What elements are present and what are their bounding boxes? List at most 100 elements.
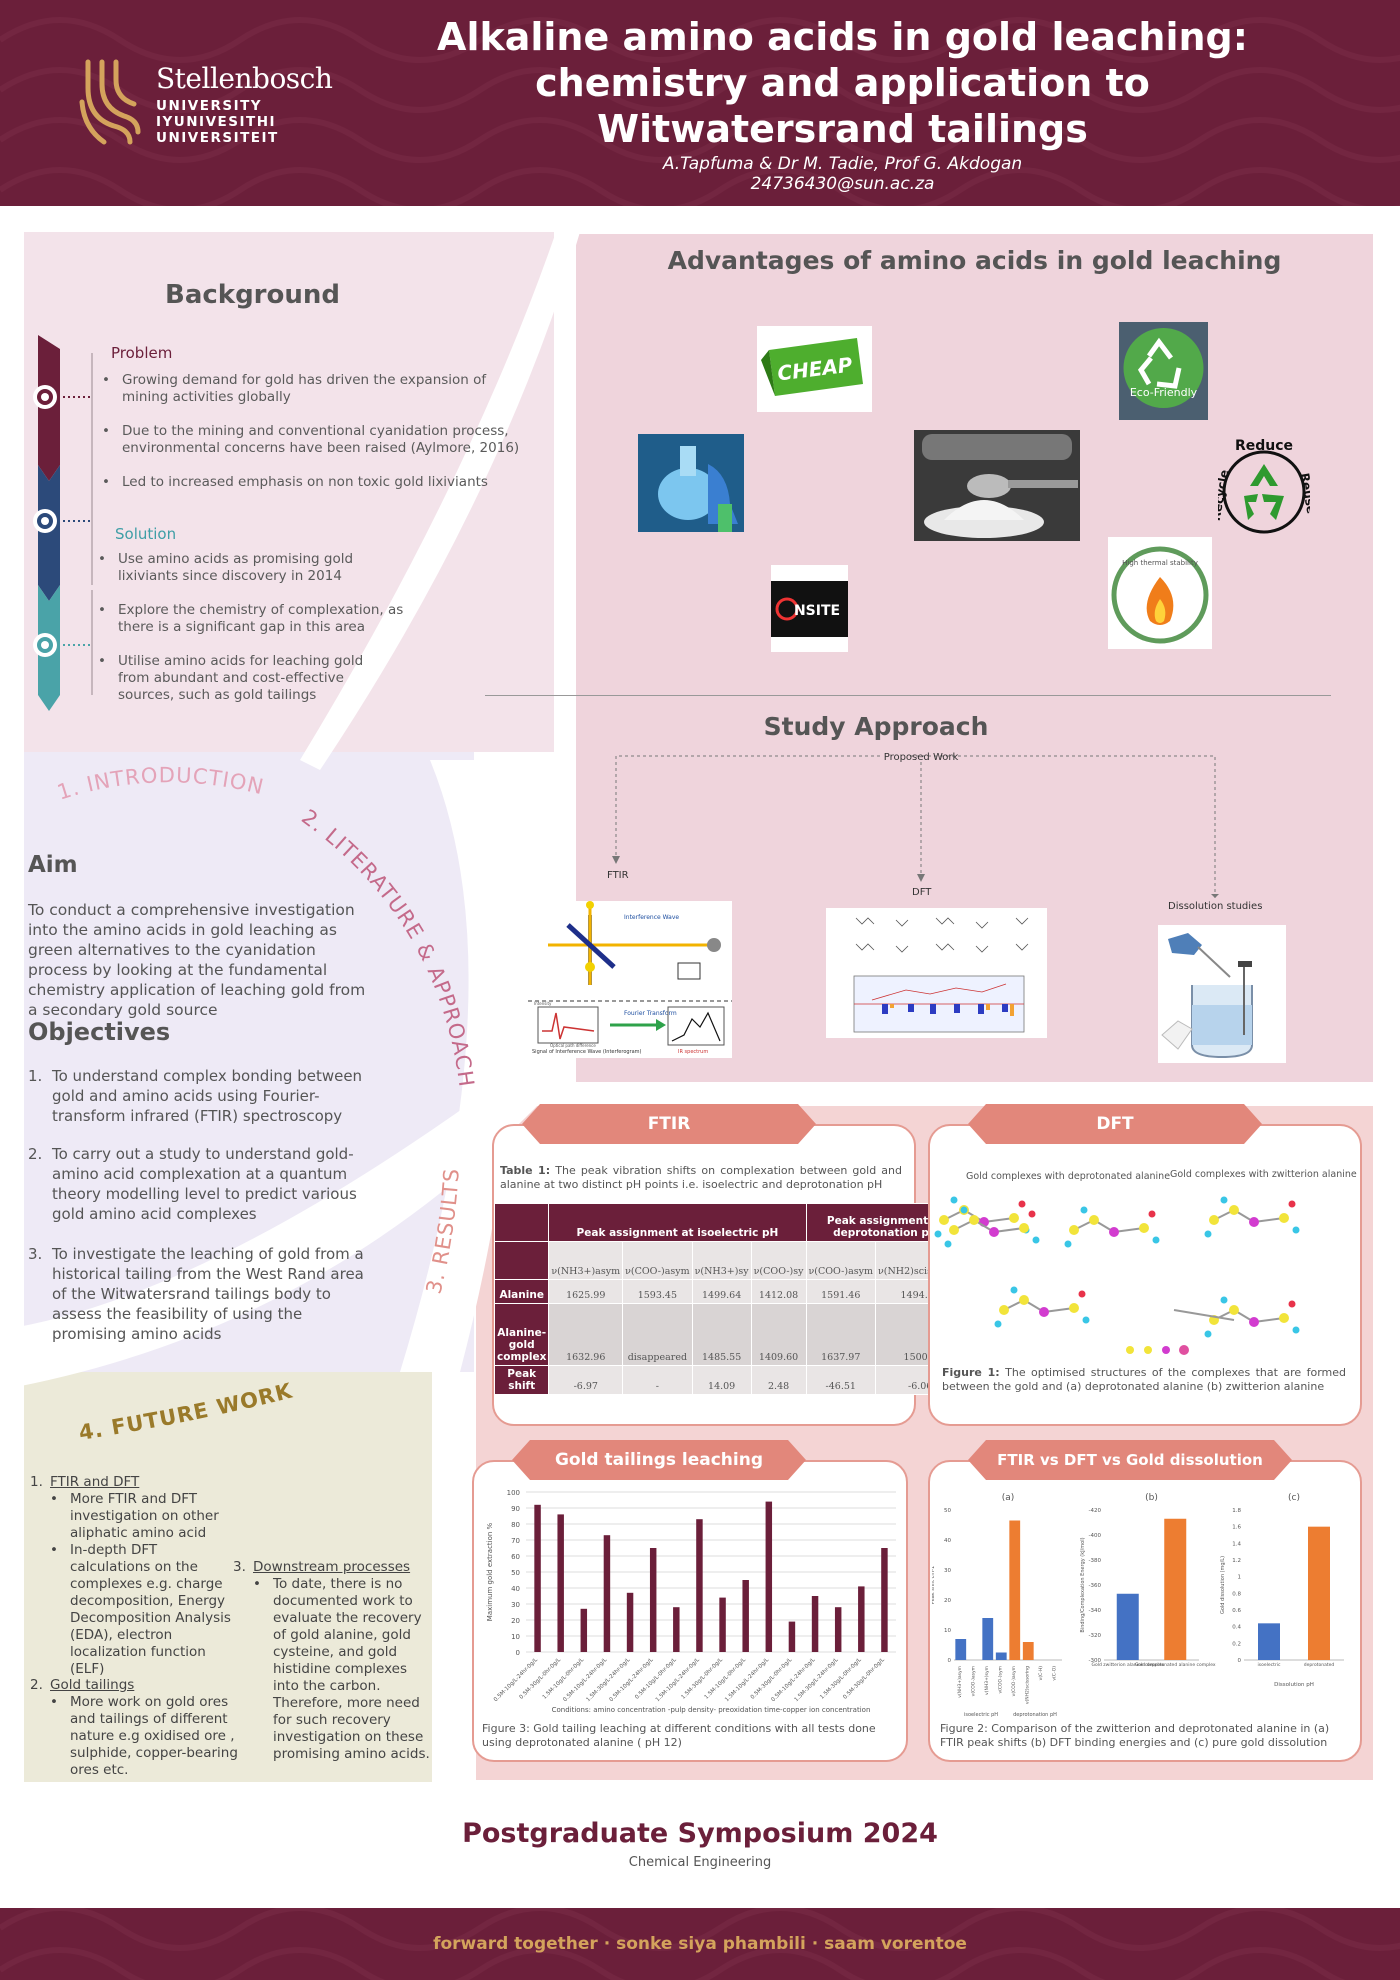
y-tick-label: 30 [944, 1568, 951, 1574]
x-tick-label: 0.5M-30g/L-0hr-0g/L [519, 1657, 563, 1701]
table-cell: 1409.60 [750, 1303, 807, 1366]
x-axis-label: Conditions: amino concentration -pulp de… [552, 1706, 871, 1714]
y-tick-label: -420 [1089, 1508, 1102, 1514]
y-tick-label: 10 [511, 1633, 520, 1641]
figure-1-caption: Figure 1: The optimised structures of th… [942, 1366, 1346, 1394]
thermal-text: High thermal stability [1122, 559, 1198, 567]
poster-title: Alkaline amino acids in gold leaching: c… [400, 14, 1285, 152]
y-tick-label: 100 [507, 1489, 520, 1497]
aim-text: To conduct a comprehensive investigation… [28, 901, 366, 1019]
powder-scoop-icon [914, 430, 1080, 541]
future-arc-label: 4. FUTURE WORK [77, 1380, 295, 1445]
reduce-text: Reduce [1235, 438, 1293, 454]
amino-powder-image [914, 430, 1080, 541]
y-tick-label: 1.8 [1232, 1508, 1241, 1514]
recycle-icon: Reduce Reuse Recycle [1209, 438, 1318, 534]
poster-footer: forward together · sonke siya phambili ·… [0, 1908, 1400, 1980]
x-tick-label: 0.5M-10g/L-24hr-0g/L [770, 1657, 817, 1704]
table-row: Alanine 1625.99 1593.45 1499.64 1412.08 … [493, 1279, 966, 1304]
table-row: Alanine-gold complex 1632.96 disappeared… [493, 1303, 966, 1366]
future-item-2-num: 2. [30, 1677, 43, 1693]
x-tick-label: 1.5M-10g/L-0hr-0g/L [542, 1657, 586, 1701]
y-tick-label: 1.2 [1232, 1558, 1241, 1564]
bar [1116, 1593, 1139, 1660]
poster-header: Stellenbosch UNIVERSITY IYUNIVESITHI UNI… [0, 0, 1400, 206]
bar [1022, 1642, 1034, 1660]
objective-3: 3. To investigate the leaching of gold f… [28, 1244, 373, 1344]
y-tick-label: -400 [1089, 1533, 1102, 1539]
x-tick-label: v(C-O) [1051, 1666, 1057, 1681]
title-line-1: Alkaline amino acids in gold leaching: [437, 15, 1248, 59]
svg-text:4. FUTURE WORK: 4. FUTURE WORK [77, 1380, 295, 1445]
proposed-work-label: Proposed Work [884, 752, 959, 763]
bar [603, 1535, 611, 1652]
dft-structures-icon [853, 917, 1029, 1033]
logo-mark-icon [79, 59, 141, 145]
y-tick-label: 1.4 [1232, 1541, 1241, 1547]
fourier-label: Fourier Transform [624, 1010, 677, 1017]
bar [649, 1548, 657, 1652]
dft-right-label: Gold complexes with zwitterion alanine [1170, 1169, 1357, 1180]
y-tick-label: 50 [511, 1569, 520, 1577]
table-cell: 1593.45 [622, 1279, 693, 1304]
dft-branch-label: DFT [912, 887, 932, 898]
future-item-1-bullet-1: More FTIR and DFT investigation on other… [50, 1491, 235, 1542]
university-name: Stellenbosch [156, 62, 333, 95]
y-tick-label: 20 [511, 1617, 520, 1625]
col-head-4: ν(COO-)sy [750, 1241, 807, 1280]
bar [834, 1607, 842, 1652]
bar [995, 1652, 1007, 1660]
objective-1-num: 1. [28, 1067, 43, 1085]
bar [626, 1592, 634, 1652]
table-cell: - [622, 1365, 693, 1395]
y-tick-label: 60 [511, 1553, 520, 1561]
lab-flask-image [638, 434, 744, 532]
isoelectric-group-header: Peak assignment at isoelectric pH [548, 1203, 807, 1242]
objective-2-text: To carry out a study to understand gold-… [52, 1145, 357, 1223]
onsite-image: NSITE [771, 565, 848, 652]
dft-results-card [928, 1124, 1362, 1426]
optical-path-label: Optical path difference [550, 1043, 596, 1048]
objective-1-text: To understand complex bonding between go… [52, 1067, 363, 1125]
gold-leaching-chart: 01020304050607080901000.5M-10g/L-24hr-0g… [486, 1489, 896, 1714]
future-item-2-head: Gold tailings [50, 1677, 135, 1693]
y-axis-label: Gold dissolution (mg/L) [1220, 1556, 1226, 1614]
dft-molecule-chart-image [826, 908, 1047, 1038]
y-tick-label: 40 [511, 1585, 520, 1593]
study-approach-title: Study Approach [763, 712, 989, 741]
results-label: 3. RESULTS [422, 1167, 463, 1296]
x-tick-label: 0.5M-10g/L-24hr-0g/L [609, 1657, 656, 1704]
figure-2-caption: Figure 2: Comparison of the zwitterion a… [940, 1722, 1330, 1749]
figure-1-text: The optimised structures of the complexe… [942, 1366, 1346, 1393]
y-axis-label: Peak shift cm-1 [932, 1566, 936, 1604]
x-tick-label: v(COO-)asym [1011, 1666, 1017, 1696]
y-tick-label: 1.6 [1232, 1525, 1241, 1531]
x-tick-label: 0.5M-10g/L-0hr-0g/L [634, 1657, 678, 1701]
row-label-alanine: Alanine [493, 1279, 550, 1304]
ftir-peak-table: Peak assignment at isoelectric pH Peak a… [493, 1203, 966, 1395]
advantages-title: Advantages of amino acids in gold leachi… [667, 246, 1282, 275]
x-tick-label: v(NH3+)asym [957, 1666, 963, 1698]
solution-bullet-2: Explore the chemistry of complexation, a… [98, 602, 408, 636]
dissolution-setup-image [1158, 925, 1286, 1063]
timeline-graphic [33, 335, 93, 711]
panel-label: (a) [1002, 1493, 1015, 1503]
results-arc-label: 3. RESULTS [422, 1167, 463, 1296]
problem-bullet-1: Growing demand for gold has driven the e… [102, 372, 522, 406]
table-cell: 2.48 [750, 1365, 807, 1395]
authors: A.Tapfuma & Dr M. Tadie, Prof G. Akdogan [662, 154, 1023, 174]
col-head-5: ν(COO-)asym [805, 1241, 877, 1280]
y-tick-label: 0.4 [1232, 1625, 1241, 1631]
problem-bullet-3: Led to increased emphasis on non toxic g… [102, 474, 522, 491]
x-tick-label: isoelectric [1258, 1662, 1281, 1668]
eco-friendly-icon: Eco-Friendly [1123, 328, 1204, 408]
bar [557, 1514, 564, 1652]
background-title: Background [165, 280, 340, 310]
table-cell: 1632.96 [548, 1303, 624, 1366]
y-tick-label: 10 [944, 1628, 951, 1634]
gold-leaching-title: Gold tailings leaching [512, 1440, 806, 1480]
future-item-3-head: Downstream processes [253, 1559, 411, 1575]
table-cell: 1499.64 [691, 1279, 752, 1304]
x-tick-label: Gold deprotonated alanine complex [1135, 1662, 1216, 1668]
bar [1308, 1526, 1330, 1660]
